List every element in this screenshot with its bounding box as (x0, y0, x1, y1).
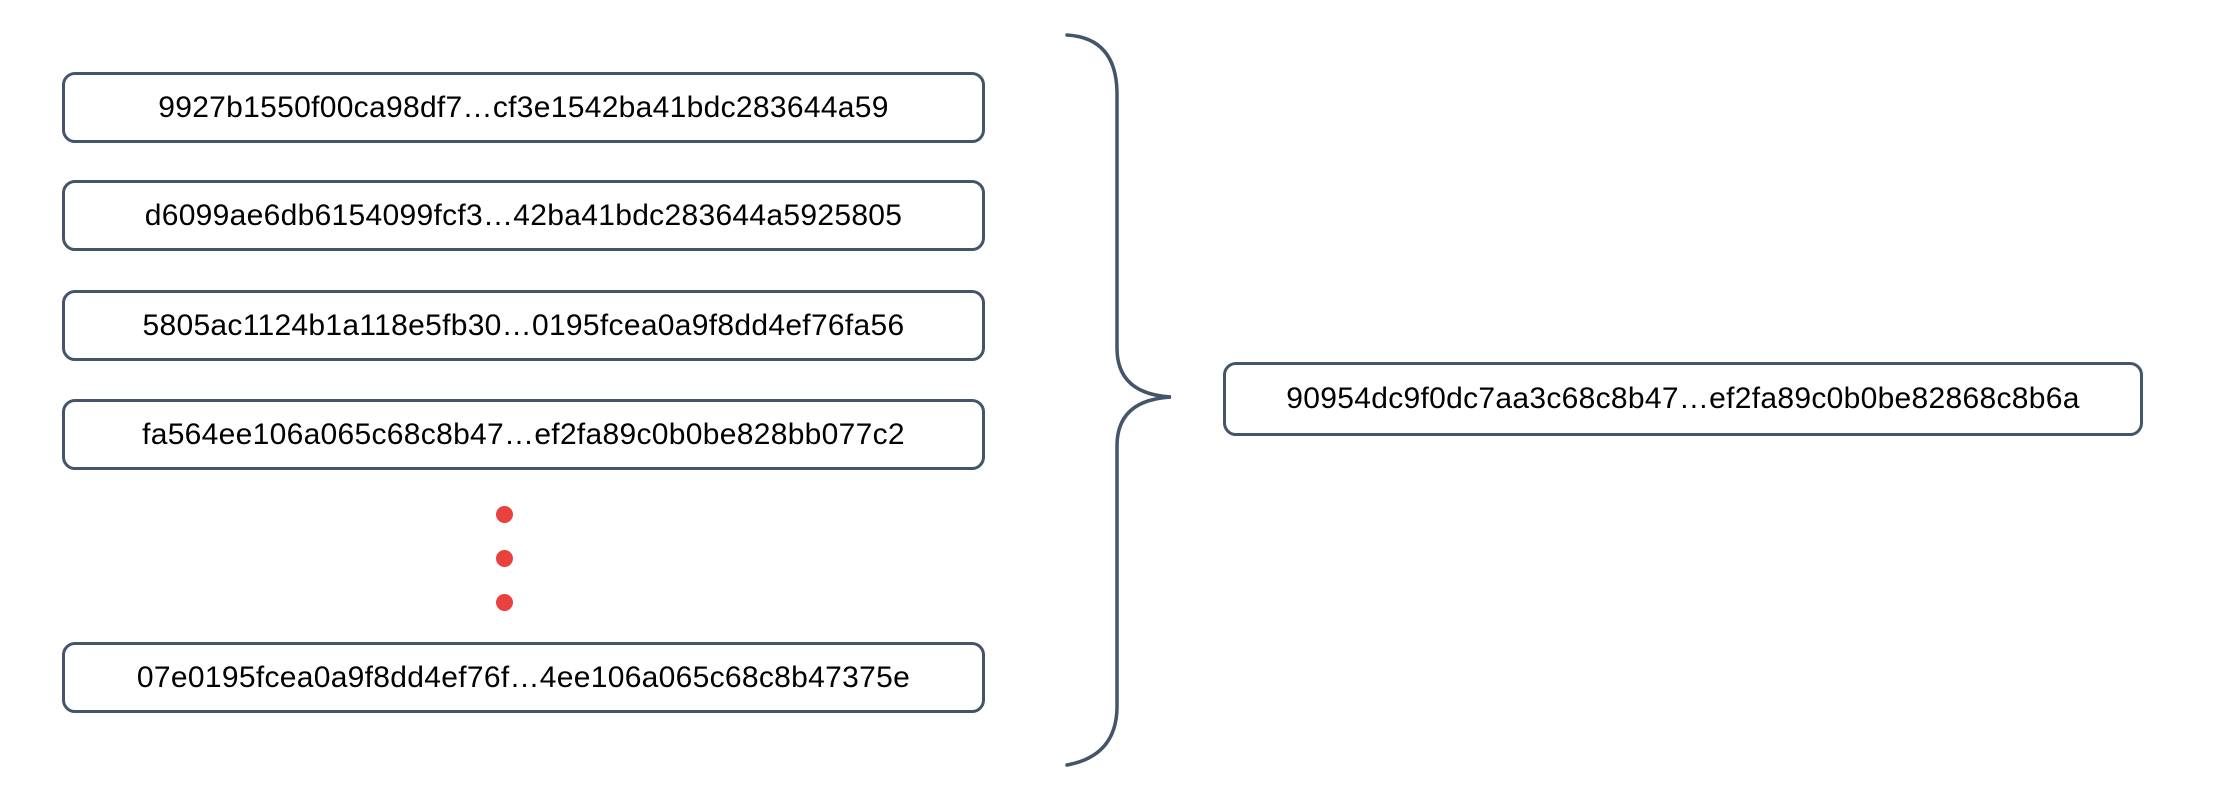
input-hash-block: fa564ee106a065c68c8b47…ef2fa89c0b0be828b… (62, 399, 985, 470)
hash-text: 90954dc9f0dc7aa3c68c8b47…ef2fa89c0b0be82… (1286, 382, 2080, 415)
ellipsis-dot (496, 550, 513, 567)
result-hash-block: 90954dc9f0dc7aa3c68c8b47…ef2fa89c0b0be82… (1223, 362, 2143, 436)
hash-text: d6099ae6db6154099fcf3…42ba41bdc283644a59… (144, 198, 903, 232)
ellipsis-dot (496, 594, 513, 611)
input-hash-block: 07e0195fcea0a9f8dd4ef76f…4ee106a065c68c8… (62, 642, 985, 713)
input-hash-block: d6099ae6db6154099fcf3…42ba41bdc283644a59… (62, 180, 985, 251)
right-curly-brace-icon (1065, 33, 1172, 767)
hash-text: fa564ee106a065c68c8b47…ef2fa89c0b0be828b… (142, 417, 905, 451)
hash-text: 07e0195fcea0a9f8dd4ef76f…4ee106a065c68c8… (136, 660, 911, 694)
hash-text: 5805ac1124b1a118e5fb30…0195fcea0a9f8dd4e… (142, 308, 905, 342)
input-hash-block: 9927b1550f00ca98df7…cf3e1542ba41bdc28364… (62, 72, 985, 143)
ellipsis-dot (496, 506, 513, 523)
input-hash-block: 5805ac1124b1a118e5fb30…0195fcea0a9f8dd4e… (62, 290, 985, 361)
curly-brace-path (1065, 33, 1172, 767)
ellipsis-dots (496, 506, 513, 611)
hash-text: 9927b1550f00ca98df7…cf3e1542ba41bdc28364… (158, 90, 889, 124)
